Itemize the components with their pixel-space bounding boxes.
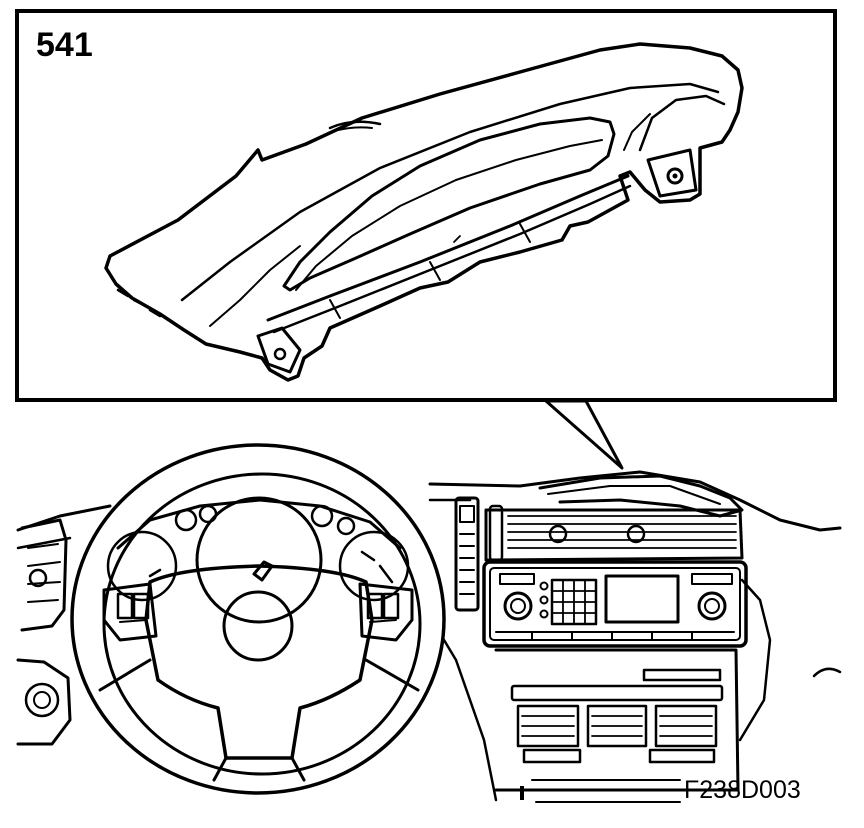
left-spoke-controls xyxy=(102,582,158,642)
left-side-vent xyxy=(20,518,68,632)
callout-pointer xyxy=(544,399,624,470)
callout-number: 541 xyxy=(36,26,93,64)
figure-code: F238D003 xyxy=(684,776,801,804)
dashboard-overview xyxy=(16,443,842,803)
hazard-switch-panel xyxy=(454,496,480,612)
climate-controls xyxy=(494,648,740,803)
center-air-vents xyxy=(484,504,744,562)
steering-wheel xyxy=(70,443,446,795)
radio-unit xyxy=(482,560,748,648)
wheel-hub xyxy=(144,564,374,760)
detail-inset xyxy=(15,9,837,402)
left-lower-panel xyxy=(16,658,72,746)
airbag-cover-part xyxy=(104,42,744,382)
inset-frame xyxy=(15,9,837,402)
dash-airbag-area xyxy=(538,474,744,518)
dash-top-edge xyxy=(16,470,842,532)
right-spoke-controls xyxy=(358,582,414,642)
